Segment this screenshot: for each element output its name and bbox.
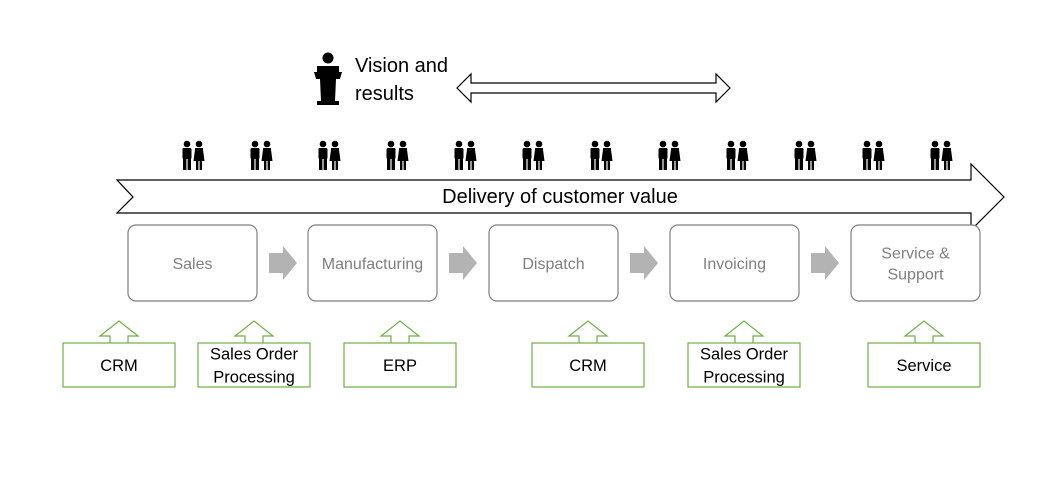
up-arrow-icon xyxy=(903,320,945,343)
process-steps: Sales Manufacturing Dispatch Invoicing Servi… xyxy=(127,224,981,302)
up-arrow-icon xyxy=(567,320,609,343)
system-box: CRM xyxy=(62,320,176,388)
up-arrow-icon xyxy=(723,320,765,343)
process-step-label: Support xyxy=(887,267,944,284)
system-box-frame xyxy=(62,342,176,388)
flow-arrow-icon xyxy=(811,246,839,280)
couple-icon xyxy=(794,140,817,170)
people-row xyxy=(182,140,953,170)
process-step: Manufacturing xyxy=(307,224,438,302)
system-label: ERP xyxy=(383,357,417,375)
system-label: Processing xyxy=(703,369,785,387)
system-label: Service xyxy=(896,357,951,375)
system-label: CRM xyxy=(569,357,607,375)
couple-icon xyxy=(930,140,953,170)
system-box-frame xyxy=(343,342,457,388)
couple-icon xyxy=(182,140,205,170)
process-step-label: Invoicing xyxy=(703,256,766,273)
couple-icon xyxy=(522,140,545,170)
up-arrow-icon xyxy=(233,320,275,343)
double-headed-arrow xyxy=(456,72,731,104)
process-step: Invoicing xyxy=(669,224,800,302)
system-box: ERP xyxy=(343,320,457,388)
system-label: Processing xyxy=(213,369,295,387)
flow-arrow-icon xyxy=(630,246,658,280)
process-step: Dispatch xyxy=(488,224,619,302)
process-step-box xyxy=(307,224,438,302)
process-step: Service & Support xyxy=(850,224,981,302)
system-box-frame xyxy=(687,342,801,388)
system-box-frame xyxy=(531,342,645,388)
system-label: Sales Order xyxy=(210,346,299,364)
process-step-box xyxy=(127,224,258,302)
system-box: CRM xyxy=(531,320,645,388)
system-label: Sales Order xyxy=(700,346,789,364)
couple-icon xyxy=(386,140,409,170)
vision-label-line1: Vision and xyxy=(355,55,448,77)
flow-arrow-icon xyxy=(449,246,477,280)
couple-icon xyxy=(454,140,477,170)
system-box: Service xyxy=(867,320,981,388)
vision-label-line2: results xyxy=(355,83,414,105)
couple-icon xyxy=(862,140,885,170)
process-step-label: Dispatch xyxy=(522,256,584,273)
value-delivery-label: Delivery of customer value xyxy=(442,186,678,208)
process-step-label: Service & xyxy=(881,246,950,263)
speaker-podium-icon xyxy=(314,52,342,105)
process-step-box xyxy=(850,224,981,302)
system-label: CRM xyxy=(100,357,138,375)
process-step-box xyxy=(488,224,619,302)
couple-icon xyxy=(590,140,613,170)
couple-icon xyxy=(250,140,273,170)
process-step-label: Sales xyxy=(172,256,212,273)
system-box-frame xyxy=(867,342,981,388)
process-step-label: Manufacturing xyxy=(322,256,423,273)
process-step-box xyxy=(669,224,800,302)
couple-icon xyxy=(658,140,681,170)
system-box-frame xyxy=(197,342,311,388)
couple-icon xyxy=(318,140,341,170)
flow-arrow-icon xyxy=(269,246,297,280)
couple-icon xyxy=(726,140,749,170)
up-arrow-icon xyxy=(379,320,421,343)
up-arrow-icon xyxy=(98,320,140,343)
process-step: Sales xyxy=(127,224,258,302)
